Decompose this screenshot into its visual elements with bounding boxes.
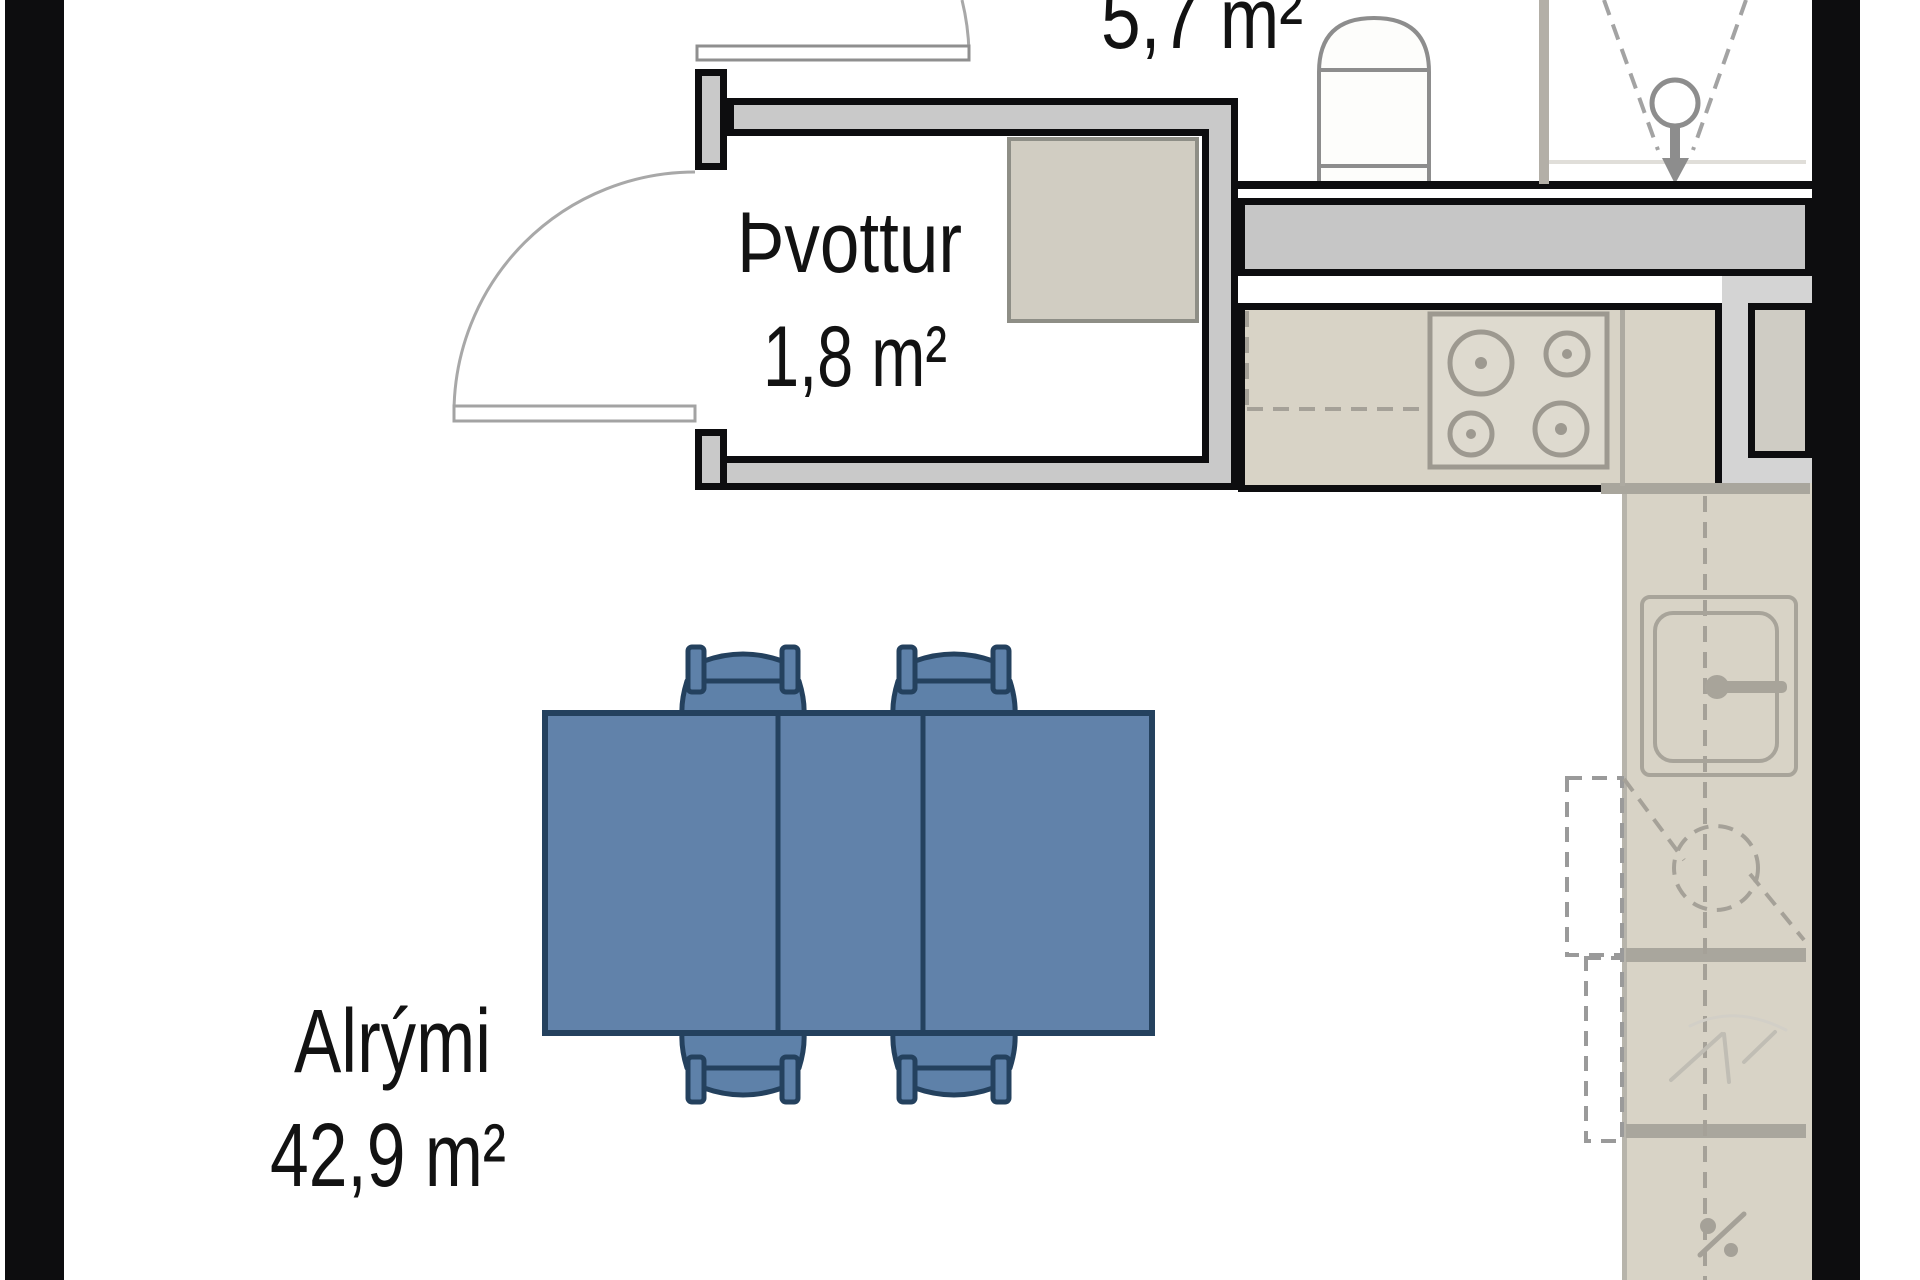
chair-top-left (682, 647, 804, 716)
counter-divider (1626, 948, 1806, 962)
exterior-wall-left (5, 0, 64, 1280)
table-leaf-divider (775, 715, 926, 1031)
laundry-door (452, 170, 697, 423)
door-jamb-lower (695, 429, 727, 490)
cooktop-icon (1427, 311, 1610, 470)
dishwasher-diagonal (1622, 777, 1806, 942)
laundry-wall-top-fill (734, 105, 1231, 129)
water-heater-lines (1319, 68, 1429, 168)
kitchen-band (1238, 198, 1812, 276)
chair-top-right (893, 647, 1015, 716)
refrigerator-icon (1748, 303, 1812, 458)
cooktop-burner-dot (1475, 357, 1487, 369)
oven-symbol-strokes (1669, 1030, 1777, 1084)
shower-head (1649, 77, 1701, 129)
room-labels: Þvottur 1,8 m² 5,7 m² Alrými 42,9 m² (270, 0, 1303, 1206)
kitchen-sink-icon (1640, 595, 1798, 777)
shower-spray-dashed (1602, 0, 1748, 151)
cooktop-burner (1532, 400, 1590, 458)
cooktop-burner (1447, 410, 1495, 458)
laundry-wall-right-fill (1209, 105, 1231, 483)
door-swing-arc (960, 0, 971, 53)
kitchen-band-fill (1245, 205, 1805, 269)
laundry-room (695, 69, 1238, 490)
appliance-symbol-dot (1700, 1218, 1716, 1234)
water-heater-icon (1317, 15, 1431, 185)
cooktop-burner (1543, 330, 1591, 378)
laundry-label: Þvottur (737, 195, 962, 291)
dining-table (542, 710, 1155, 1036)
top-door (695, 0, 971, 62)
water-heater-body (1317, 15, 1431, 185)
bathroom-kitchen-wall (1234, 181, 1812, 189)
sink-faucet (1717, 681, 1787, 693)
chair-bottom-right (893, 1033, 1015, 1102)
exterior-wall-right (1812, 0, 1860, 1280)
kitchen-counter-east (1622, 483, 1812, 1280)
shower-arrow-stem (1670, 124, 1680, 162)
dishwasher-circle (1672, 824, 1760, 912)
kitchen-counter-east-edge (1622, 493, 1627, 1280)
jamb-fill (702, 436, 720, 483)
washing-machine-icon (1007, 137, 1199, 323)
counter-divider (1601, 483, 1810, 494)
dishwasher-icon (1622, 777, 1806, 942)
refrigerator-body (1755, 310, 1805, 451)
cooktop-burner-dot (1555, 423, 1567, 435)
upper-cabinet-dashed (1565, 776, 1624, 957)
cooktop-burner (1447, 329, 1515, 397)
door-leaf (695, 44, 971, 62)
small-appliance-icon (1697, 1211, 1747, 1258)
laundry-walls (695, 98, 1238, 490)
appliance-symbol-slash (1697, 1211, 1747, 1258)
door-leaf (452, 404, 697, 423)
chair-bottom-left (682, 1033, 804, 1102)
cooktop-burner-dot (1562, 349, 1572, 359)
dining-set (542, 647, 1155, 1102)
cooktop-burner-dot (1466, 429, 1476, 439)
shower-partition (1539, 0, 1549, 184)
oven-icon (1669, 1014, 1788, 1084)
counter-divider (1620, 310, 1625, 486)
shower-icon (1602, 0, 1748, 184)
jamb-fill (702, 76, 720, 163)
bathroom-area: 5,7 m² (1101, 0, 1303, 67)
living-area: 42,9 m² (270, 1106, 506, 1206)
sink-rim (1640, 595, 1798, 777)
sink-faucet-base (1705, 675, 1729, 699)
oven-symbol-arc (1688, 1014, 1788, 1032)
shower-arrow-head (1662, 158, 1689, 184)
upper-cabinet-dashed (1584, 956, 1624, 1143)
laundry-wall-bottom-fill (702, 463, 1231, 483)
door-jamb-upper (695, 69, 727, 170)
appliance-symbol-dot (1724, 1243, 1738, 1257)
door-swing-arc (452, 170, 696, 414)
laundry-area: 1,8 m² (763, 309, 947, 405)
counter-divider (1626, 1124, 1806, 1138)
living-label: Alrými (294, 992, 491, 1092)
